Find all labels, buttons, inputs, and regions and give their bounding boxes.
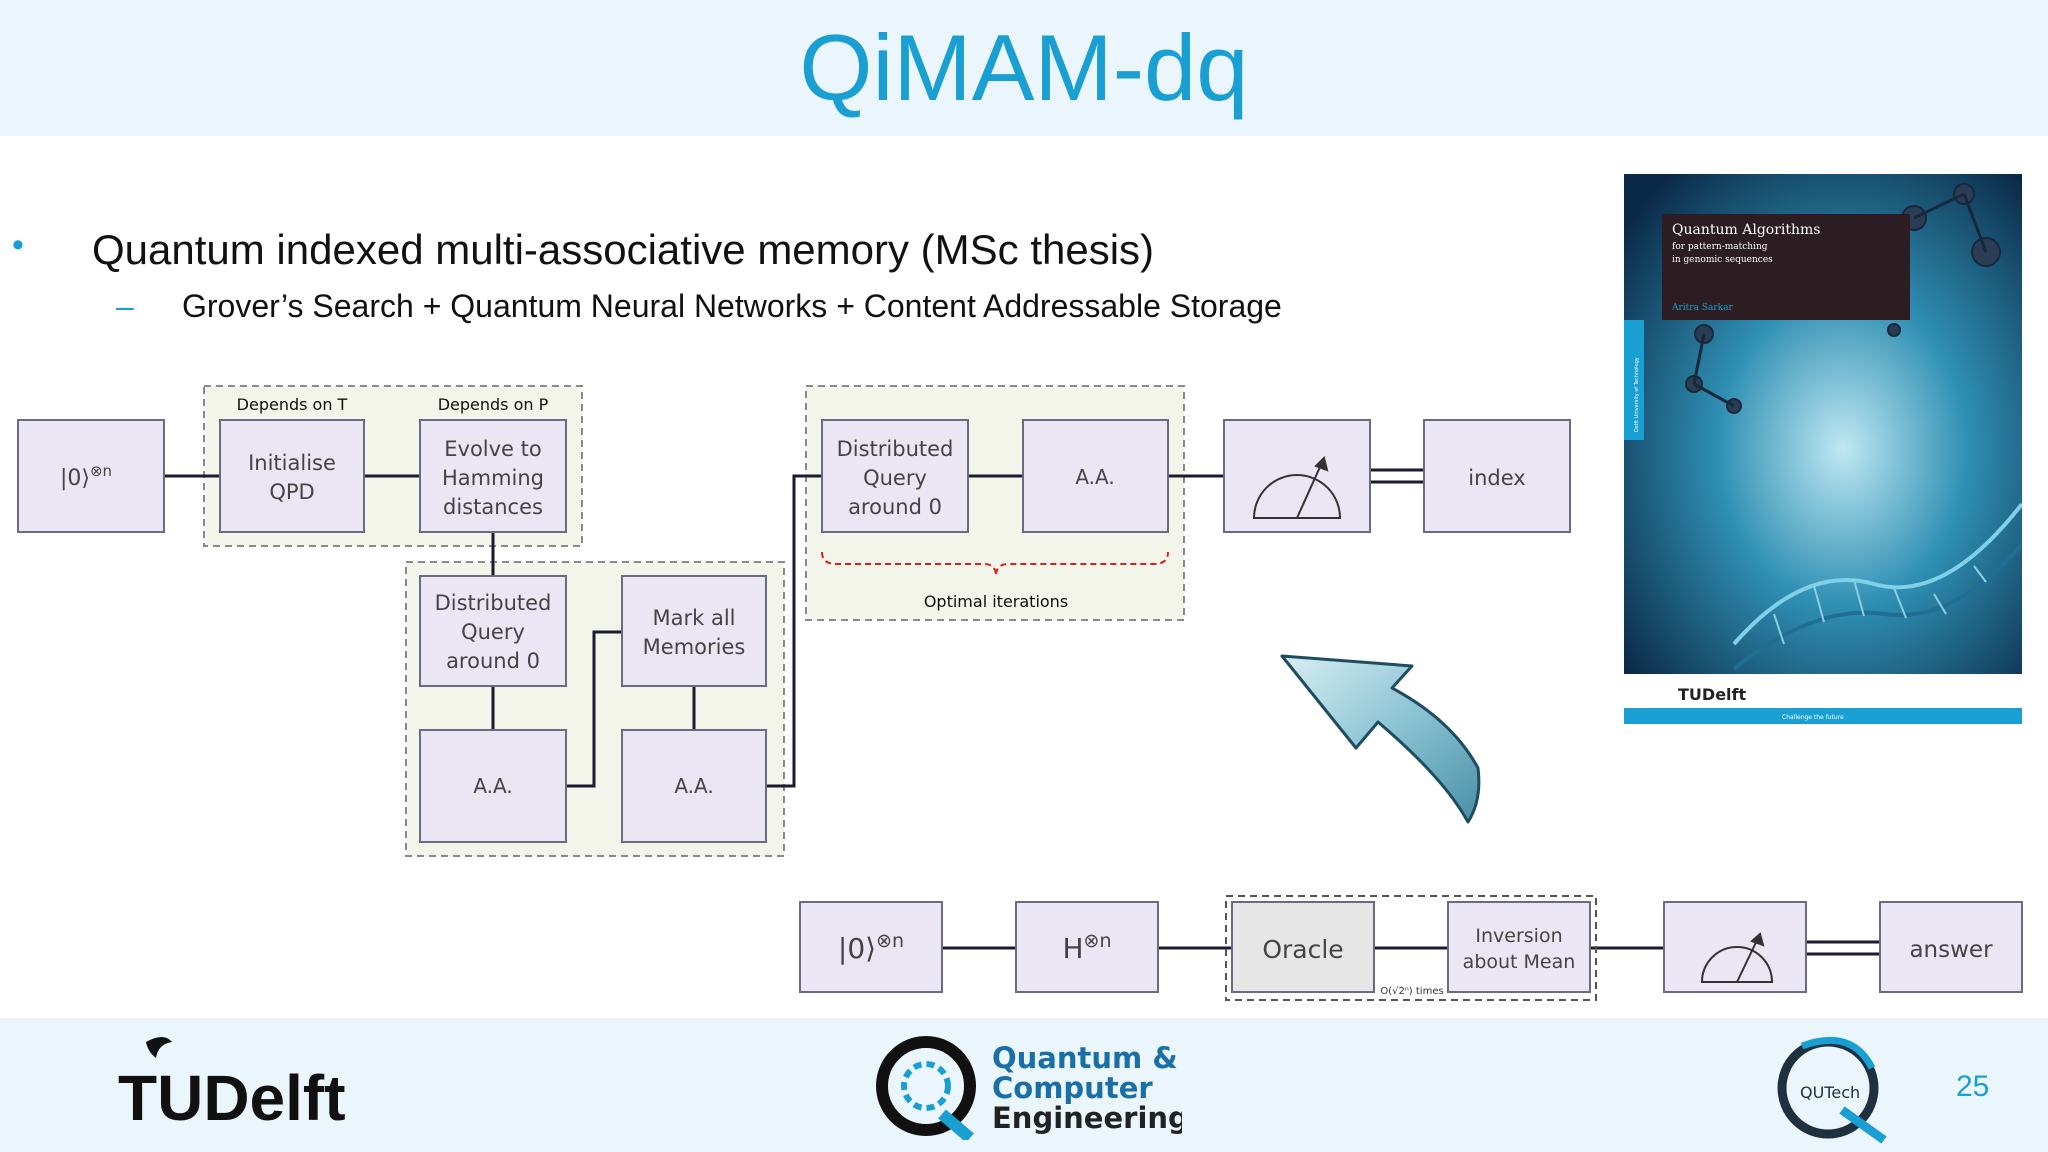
qutech-logo: QUTech [1777, 1036, 1887, 1144]
dq-right-label-2: Query [863, 466, 927, 490]
grover-init-label: |0⟩⊗n [838, 930, 904, 965]
aa-box-3 [1022, 419, 1169, 533]
hadamard-box [1015, 901, 1159, 993]
book-brand: TUDelft [1678, 685, 1746, 704]
dq-left-label-2: Query [461, 620, 525, 644]
book-tagline: Challenge the future [1782, 714, 1844, 721]
bullet-marker: • [12, 226, 24, 264]
inversion-box [1447, 901, 1591, 993]
initialise-label-2: QPD [269, 480, 314, 504]
inversion-label-2: about Mean [1463, 951, 1576, 973]
distributed-query-left-box [419, 575, 567, 687]
aa-label-1: A.A. [473, 774, 512, 798]
depends-on-t-label: Depends on T [237, 395, 348, 414]
grover-init-box [799, 901, 943, 993]
aa-box-1 [419, 729, 567, 843]
aa-label-3: A.A. [1075, 465, 1114, 489]
book-author: Aritra Sarkar [1671, 303, 1733, 313]
qutech-logo-text: QUTech [1800, 1083, 1860, 1102]
book-spine-text: Delft University of Technology [1634, 357, 1640, 432]
dq-left-label-1: Distributed [435, 591, 552, 615]
evolve-box [419, 419, 567, 533]
inversion-label-1: Inversion [1475, 925, 1562, 947]
dq-right-label-3: around 0 [848, 495, 942, 519]
flame-icon [146, 1037, 172, 1058]
oracle-box [1231, 901, 1375, 993]
init-state-label: |0⟩⊗n [60, 462, 112, 491]
init-state-box [17, 419, 165, 533]
qce-line-2: Computer [992, 1071, 1153, 1105]
qce-line-3: Engineering [992, 1101, 1182, 1135]
answer-label: answer [1909, 937, 1993, 963]
header-band [0, 0, 2048, 136]
sub-bullet-text: Grover’s Search + Quantum Neural Network… [182, 288, 1282, 324]
evolve-label-3: distances [443, 495, 543, 519]
times-note-label: O(√2ⁿ) times [1380, 986, 1443, 997]
oracle-label: Oracle [1262, 935, 1343, 964]
initialise-qpd-box [219, 419, 365, 533]
bullet-text: Quantum indexed multi-associative memory… [92, 226, 1155, 273]
dq-left-label-3: around 0 [446, 649, 540, 673]
meter-icon-2 [1700, 932, 1774, 983]
wires [164, 468, 1880, 956]
depends-on-p-label: Depends on P [438, 395, 549, 414]
distributed-query-right-box [821, 419, 969, 533]
evolve-label-2: Hamming [442, 466, 544, 490]
footer-band [0, 1018, 2048, 1152]
aa-label-2: A.A. [674, 774, 713, 798]
initialise-label-1: Initialise [248, 451, 336, 475]
page-number: 25 [1956, 1070, 1990, 1103]
hadamard-label: H⊗n [1062, 930, 1111, 965]
qce-line-1: Quantum & [992, 1041, 1178, 1075]
dna-helix-icon [1732, 502, 2022, 646]
index-box [1423, 419, 1571, 533]
mark-all-label-1: Mark all [653, 606, 736, 630]
book-title: Quantum Algorithms [1672, 222, 1820, 238]
tudelft-logo-text: TUDelft [118, 1062, 346, 1126]
book-subtitle-1: for pattern-matching [1672, 242, 1768, 252]
optimal-iterations-brace [821, 551, 1169, 577]
answer-box [1879, 901, 2023, 993]
big-arrow-icon [1280, 654, 1481, 824]
oracle-group [1225, 895, 1597, 1001]
qce-logo: Quantum & Computer Engineering [876, 1036, 1182, 1140]
slide-title: QiMAM-dq [799, 15, 1249, 120]
aa-box-2 [621, 729, 767, 843]
mark-all-box [621, 575, 767, 687]
meter-icon [1252, 456, 1342, 519]
book-subtitle-2: in genomic sequences [1672, 255, 1773, 265]
sub-bullet-marker: – [116, 288, 134, 324]
mark-all-label-2: Memories [643, 635, 746, 659]
evolve-label-1: Evolve to [444, 437, 541, 461]
optimal-iterations-label: Optimal iterations [924, 592, 1068, 611]
dq-right-label-1: Distributed [837, 437, 954, 461]
index-label: index [1468, 466, 1525, 490]
thesis-book-cover: Quantum Algorithms for pattern-matching … [1624, 174, 2022, 736]
tudelft-logo: TUDelft [118, 1037, 346, 1126]
